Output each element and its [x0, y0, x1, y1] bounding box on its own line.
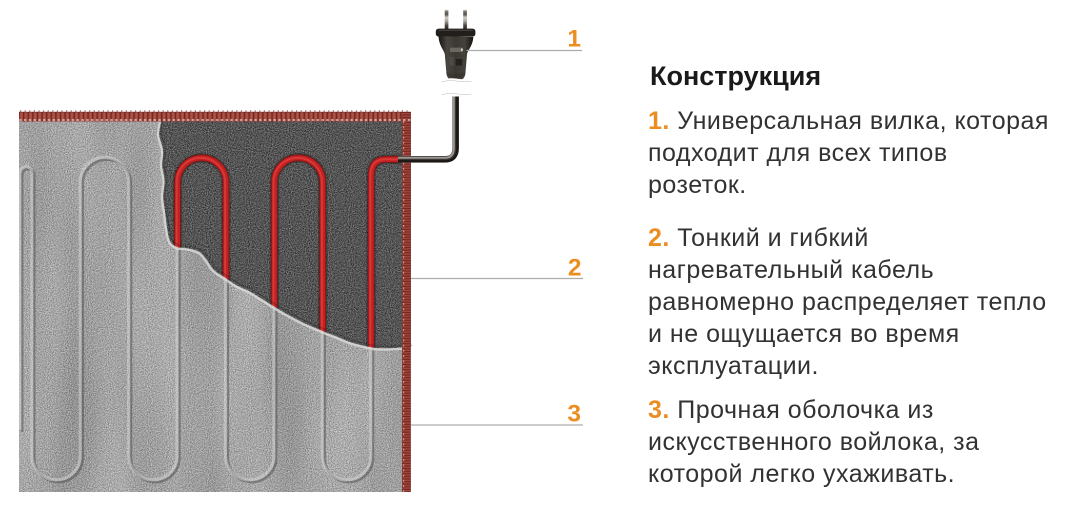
svg-text:3: 3	[567, 401, 581, 428]
svg-text:2: 2	[568, 255, 582, 282]
svg-text:1: 1	[567, 26, 581, 53]
